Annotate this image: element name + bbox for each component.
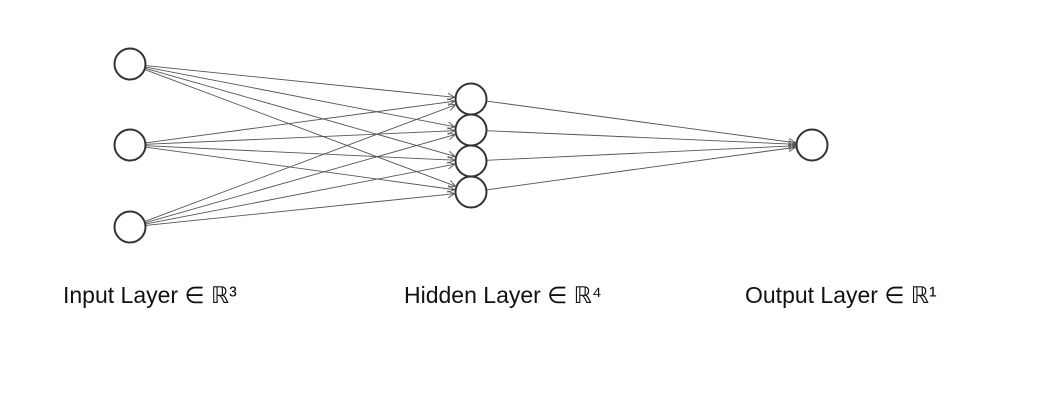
edge [145,65,455,98]
output-node [795,128,829,162]
edge [144,134,456,224]
edge [486,146,796,191]
edge [486,100,796,144]
hidden-node [454,82,488,116]
edge [145,100,455,144]
edge [145,146,455,191]
input-node [113,128,147,162]
input-node [113,210,147,244]
edge [486,130,796,145]
arrowhead [447,161,456,170]
edge [145,66,455,128]
input-node [113,47,147,81]
edge [145,163,455,225]
edge [145,145,455,161]
hidden-node [454,144,488,178]
edge [486,145,796,161]
edge [145,130,455,145]
hidden-layer-label: Hidden Layer ∈ ℝ⁴ [404,282,602,308]
output-layer-label: Output Layer ∈ ℝ¹ [745,282,937,308]
input-layer-label: Input Layer ∈ ℝ³ [63,282,237,308]
hidden-node [454,113,488,147]
edge [145,193,455,226]
hidden-node [454,175,488,209]
edge [144,104,456,222]
edge [144,67,456,157]
arrowhead [447,103,457,111]
edge [144,69,456,187]
